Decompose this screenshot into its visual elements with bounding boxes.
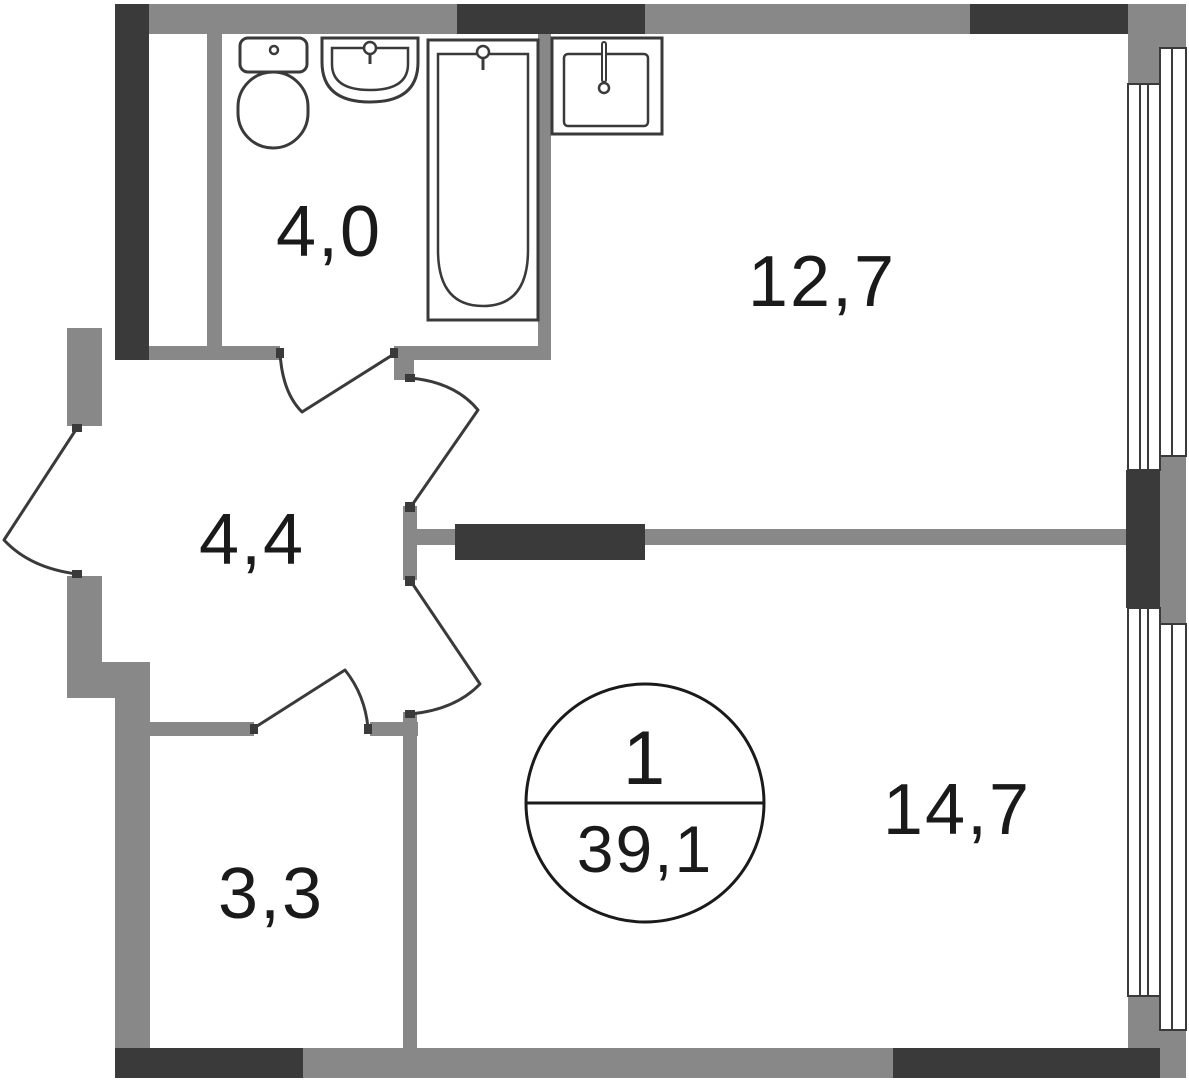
toilet-icon	[236, 36, 310, 150]
wall-bath-toilet-divider	[207, 34, 222, 350]
wall-bottom-dark-right	[893, 1048, 1160, 1078]
wall-storage-right	[403, 712, 417, 1052]
walls	[67, 4, 1186, 1078]
wall-top-dark-left	[457, 4, 645, 34]
room-area-kitchen: 12,7	[748, 242, 896, 322]
door-kitchen	[405, 374, 480, 512]
wall-hall-right-stub	[403, 506, 417, 580]
wall-right-bottom-cap	[1160, 1030, 1186, 1078]
window-lower	[1127, 607, 1187, 1031]
door-entrance	[2, 424, 82, 578]
wall-right-top	[1128, 4, 1160, 84]
wall-left-entry-top	[67, 328, 102, 426]
wall-bath-bottom-right	[394, 346, 551, 360]
wall-bottom-dark-left	[115, 1048, 303, 1078]
door-living	[405, 576, 482, 718]
room-area-hallway: 4,4	[199, 500, 305, 580]
wall-bath-right	[538, 34, 551, 360]
door-storage	[250, 668, 372, 734]
wall-left-entry-bottom	[67, 576, 102, 698]
wall-right-mid	[1126, 470, 1160, 608]
washbasin-icon	[320, 36, 420, 104]
wall-storage-top	[150, 722, 254, 736]
badge-rooms-count: 1	[623, 716, 667, 801]
room-area-living-room: 14,7	[883, 770, 1031, 850]
badge-total-area: 39,1	[577, 812, 713, 886]
wall-left-upper	[115, 4, 149, 360]
room-area-bathroom: 4,0	[276, 192, 382, 272]
wall-bath-bottom-left	[149, 346, 280, 360]
doors	[2, 348, 482, 734]
door-toilet	[276, 348, 398, 414]
bathtub-icon	[426, 38, 540, 322]
wall-bath-stub	[394, 346, 414, 380]
wall-right-mid-ext	[1160, 456, 1186, 624]
kitchen-sink-icon	[550, 36, 664, 136]
wall-left-lower	[115, 662, 150, 1078]
room-area-storage: 3,3	[218, 854, 324, 934]
wall-partition-dark	[455, 524, 645, 560]
apartment-summary-badge: 1 39,1	[524, 682, 766, 924]
window-upper	[1127, 47, 1187, 471]
room-labels: 4,0 12,7 4,4 3,3 14,7	[199, 192, 1031, 934]
wall-right-top-cap	[1160, 4, 1186, 48]
